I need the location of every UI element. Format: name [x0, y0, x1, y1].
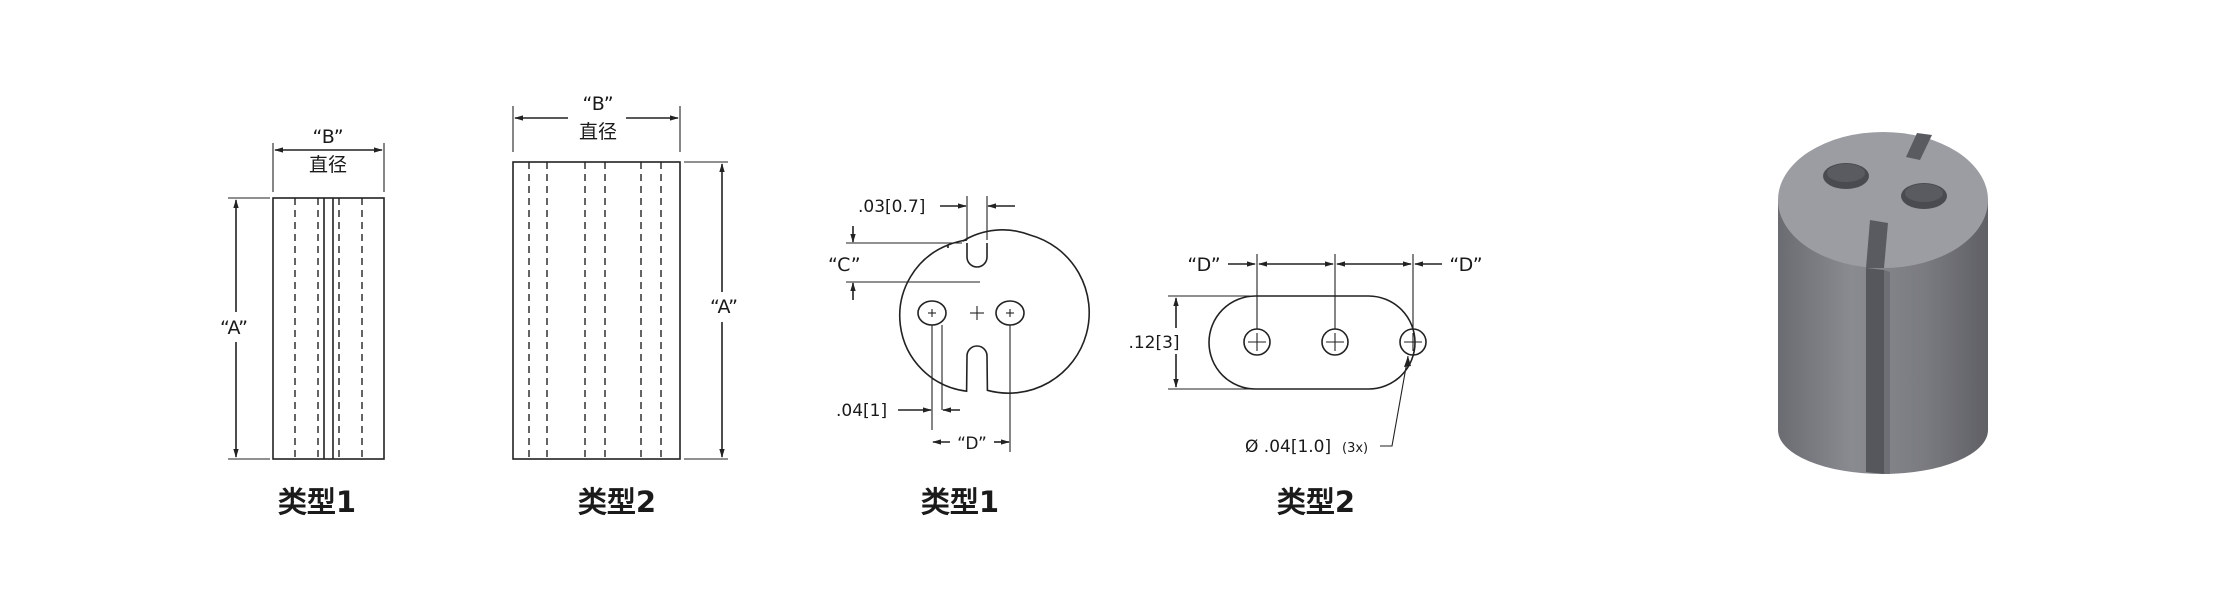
- part-outline: [272, 197, 385, 460]
- diameter-label: 直径: [309, 154, 347, 176]
- dim-b-label: “B”: [582, 93, 613, 115]
- caption-type2-side: 类型2: [578, 485, 656, 519]
- part-outline: [898, 229, 1091, 394]
- top-face: [1778, 132, 1988, 268]
- dim-c-label: “C”: [828, 254, 861, 276]
- type1-side-view: “B” 直径 “A” 类型1: [210, 126, 385, 519]
- dim-d-left-label: “D”: [1187, 254, 1220, 276]
- hole: [1321, 328, 1349, 356]
- height-label: .12[3]: [1128, 333, 1179, 353]
- caption-type2-end: 类型2: [1277, 485, 1355, 519]
- type2-side-view: “B” 直径 “A” 类型2: [512, 93, 750, 519]
- product-3d-render: [1778, 132, 1988, 474]
- dim-d-label: “D”: [957, 434, 987, 454]
- type2-end-view: “D” “D” .12[3] Ø .04[1.0] (3x) 类型2: [1124, 254, 1483, 519]
- hole-size-label: .04[1]: [836, 401, 887, 421]
- front-slot: [1866, 268, 1884, 474]
- diameter-label: 直径: [579, 121, 617, 143]
- dim-d-right-label: “D”: [1449, 254, 1482, 276]
- hole-callout-label: Ø .04[1.0]: [1245, 437, 1331, 457]
- hole-count-label: (3x): [1342, 441, 1368, 456]
- caption-type1-side: 类型1: [278, 485, 356, 519]
- type1-end-view: .03[0.7] “C” .04[1] “D” 类型1: [828, 196, 1091, 519]
- dim-a-label: “A”: [710, 296, 738, 318]
- caption-type1-end: 类型1: [921, 485, 999, 519]
- hole: [1399, 328, 1427, 356]
- dim-b-label: “B”: [312, 126, 343, 148]
- slot-width-label: .03[0.7]: [858, 197, 925, 217]
- hole: [1243, 328, 1271, 356]
- part-outline: [1208, 295, 1416, 390]
- dim-a-label: “A”: [220, 317, 248, 339]
- part-outline: [512, 161, 681, 460]
